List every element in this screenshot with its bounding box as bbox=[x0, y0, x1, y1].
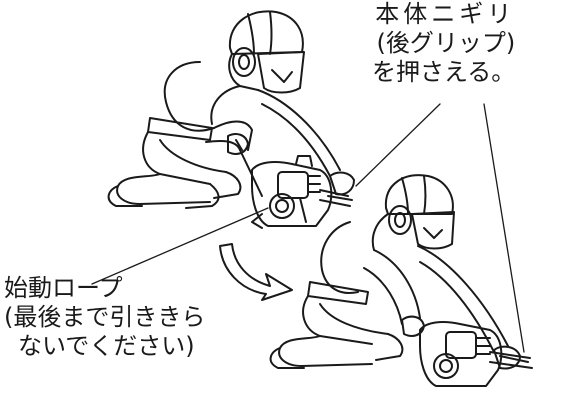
worker-pulling-rope-figure bbox=[107, 10, 355, 209]
grip-instruction-label: 本体ニギリ (後グリップ) を押さえる。 bbox=[372, 0, 515, 87]
leader-starter-rope bbox=[91, 207, 269, 285]
leader-grip-lower bbox=[483, 103, 525, 353]
leader-grip-upper bbox=[355, 103, 441, 187]
grip-label-line-3: を押さえる。 bbox=[372, 58, 516, 86]
brush-cutter-engine-upper bbox=[239, 149, 353, 229]
rope-label-line-2: (最後まで引ききら bbox=[4, 303, 206, 331]
rope-label-line-3: ないでください) bbox=[18, 332, 195, 360]
transition-arrow bbox=[219, 243, 293, 301]
brush-cutter-engine-lower bbox=[419, 321, 533, 387]
grip-label-line-2: (後グリップ) bbox=[376, 29, 516, 57]
rope-label-line-1: 始動ロープ bbox=[4, 274, 123, 302]
worker-holding-grip-figure bbox=[269, 174, 521, 370]
starter-rope-label: 始動ロープ (最後まで引ききら ないでください) bbox=[4, 274, 205, 361]
grip-label-line-1: 本体ニギリ bbox=[375, 0, 516, 28]
leader-lines bbox=[91, 103, 525, 353]
